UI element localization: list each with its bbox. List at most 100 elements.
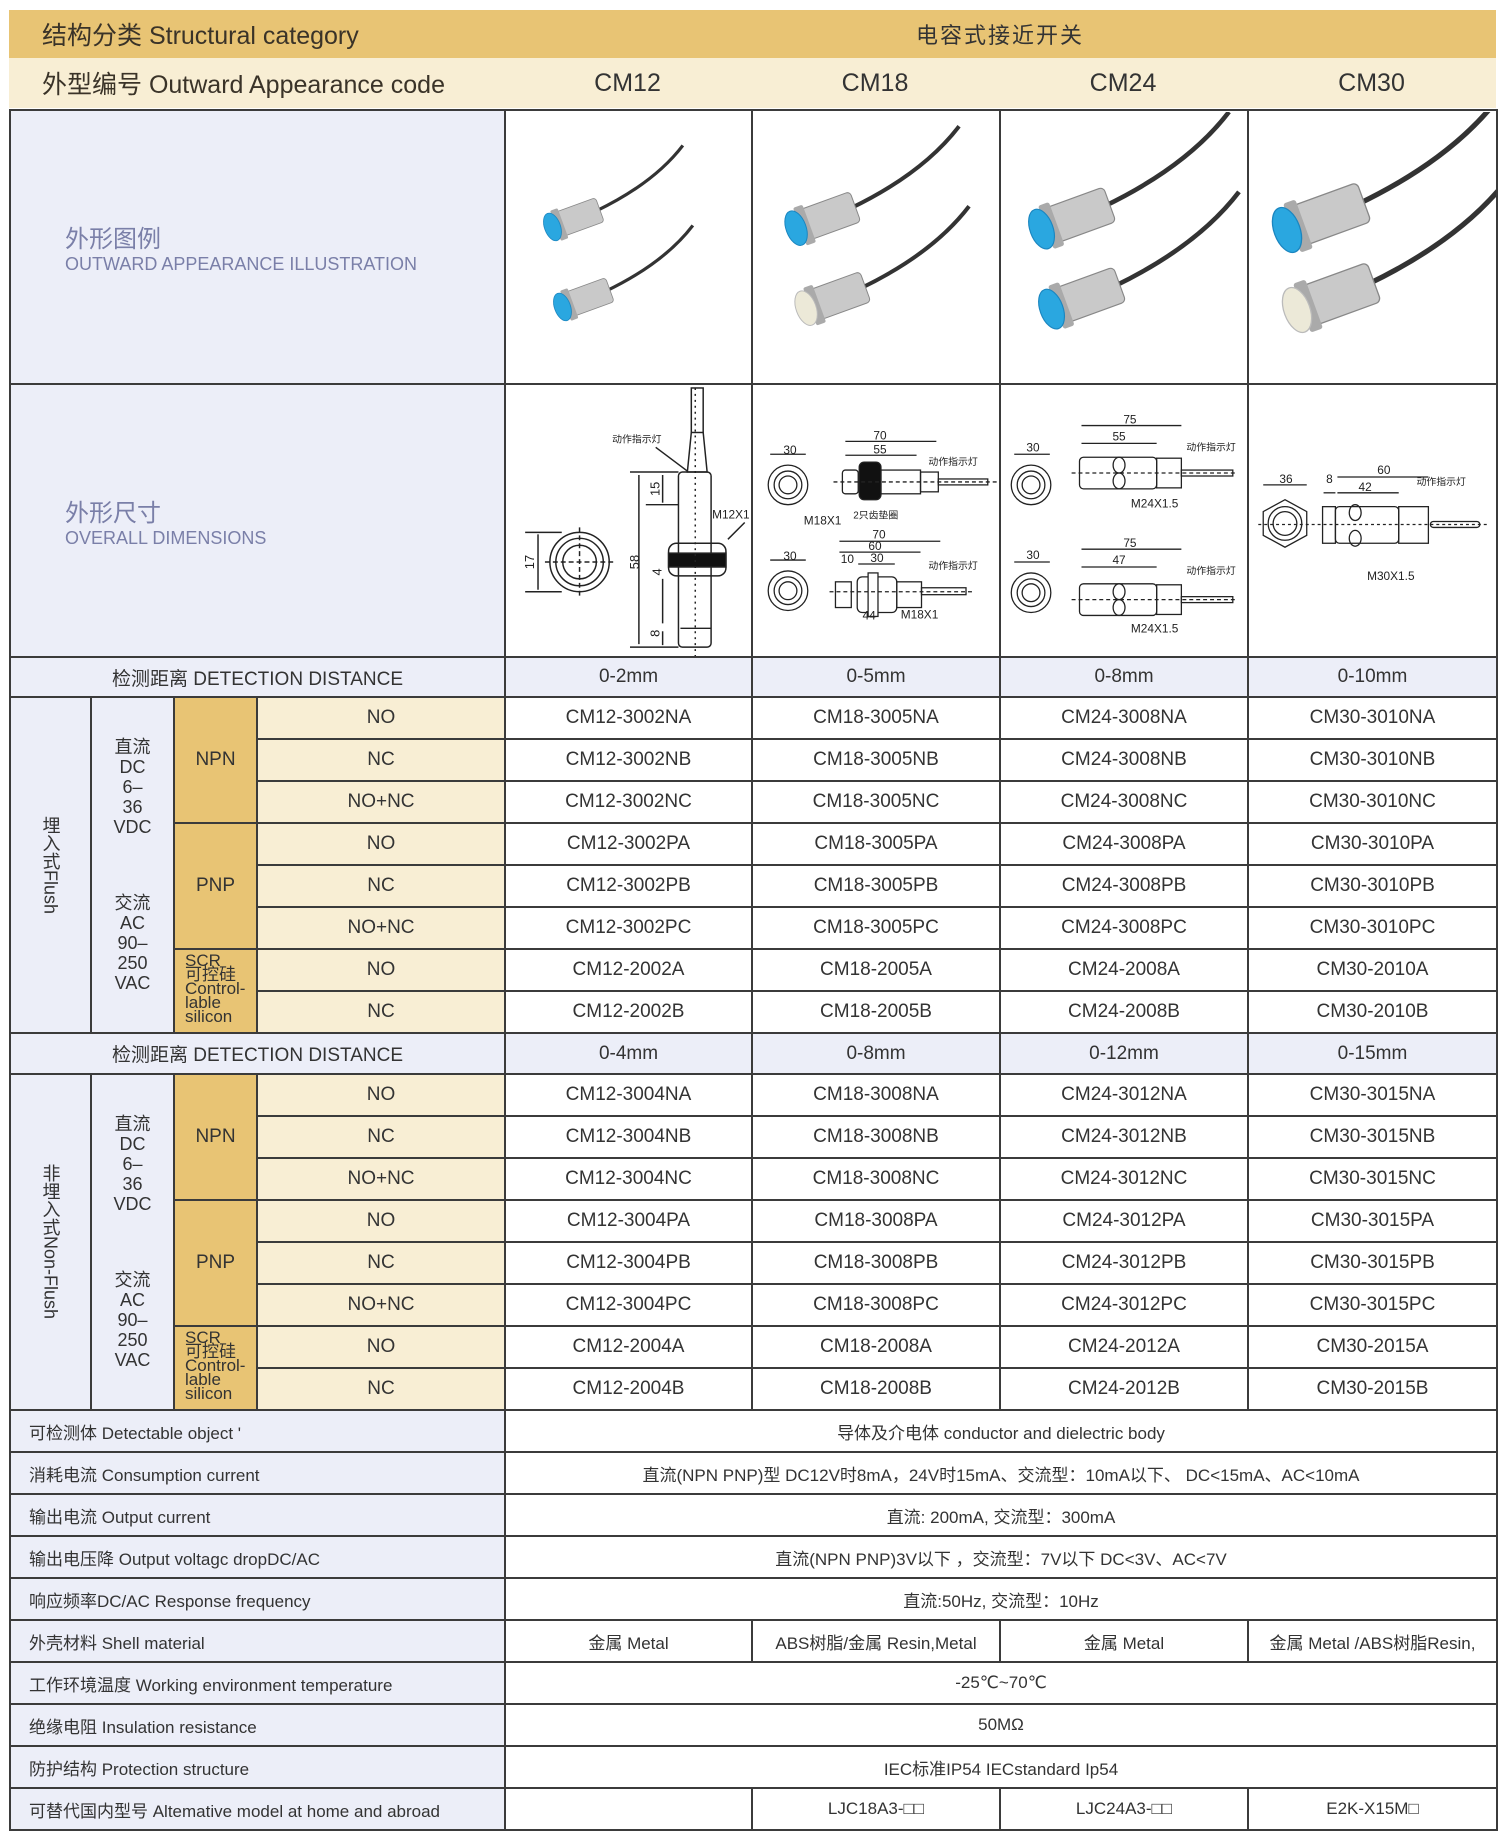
model-number: CM18-3005NB	[751, 738, 1001, 782]
model-number: CM18-2008A	[751, 1325, 1001, 1369]
spec-value: 导体及介电体 conductor and dielectric body	[504, 1409, 1498, 1453]
dim-15: 15	[648, 481, 663, 495]
dim-top-75: 75	[1123, 412, 1137, 426]
model-number: CM30-3015NA	[1247, 1073, 1498, 1117]
output-type: NO+NC	[256, 906, 506, 950]
detection-distance-value: 0-8mm	[751, 1032, 1001, 1075]
code-cm12: CM12	[594, 68, 661, 97]
category-header-row: 结构分类 Structural category 电容式接近开关	[9, 10, 1496, 58]
dimension-drawing-cm18: 30 70 55 M18X1 2只齿垫圈 动作指示灯 30 70 60 10 3…	[751, 383, 1001, 658]
spec-value: ABS树脂/金属 Resin,Metal	[751, 1619, 1001, 1663]
model-number: CM12-3002PA	[504, 822, 753, 866]
sensor-icon	[1028, 112, 1231, 250]
detection-distance-value: 0-12mm	[999, 1032, 1249, 1075]
model-number: CM24-3012NC	[999, 1157, 1249, 1201]
spec-value: IEC标准IP54 IECstandard Ip54	[504, 1745, 1498, 1789]
dim-bottom-70: 70	[872, 527, 886, 541]
model-number: CM12-3002PC	[504, 906, 753, 950]
spec-value: LJC24A3-□□	[999, 1787, 1249, 1831]
top-thread-label: M24X1.5	[1131, 496, 1179, 510]
spec-label: 可检测体 Detectable object '	[9, 1409, 506, 1453]
code-cm30: CM30	[1338, 68, 1405, 97]
model-number: CM12-3002PB	[504, 864, 753, 908]
model-number: CM30-2010A	[1247, 948, 1498, 992]
model-number: CM18-3008NB	[751, 1115, 1001, 1159]
model-number: CM24-3008NC	[999, 780, 1249, 824]
code-header-row: 外型编号 Outward Appearance code CM12 CM18 C…	[9, 58, 1496, 108]
output-type: NC	[256, 864, 506, 908]
dim-bottom-75: 75	[1123, 536, 1137, 550]
mount-type-text: 非埋入式Non-Flush	[40, 1164, 61, 1320]
model-number: CM30-3010NB	[1247, 738, 1498, 782]
spec-row: 可替代国内型号 Altemative model at home and abr…	[9, 1787, 1498, 1831]
photo-cm24	[999, 109, 1249, 385]
indicator-label-top: 动作指示灯	[1186, 440, 1236, 453]
sensor-icon	[543, 144, 685, 242]
dim-width-36: 36	[1279, 471, 1293, 485]
spec-value: E2K-X15M□	[1247, 1787, 1498, 1831]
spec-value: 金属 Metal	[999, 1619, 1249, 1663]
model-number: CM30-2010B	[1247, 990, 1498, 1034]
dimensions-label-cn: 外形尺寸	[65, 499, 161, 527]
sensor-icon	[794, 205, 971, 326]
dim-top-55: 55	[873, 442, 887, 456]
model-number: CM30-3015PA	[1247, 1199, 1498, 1243]
dim-17: 17	[522, 554, 537, 568]
mount-type-text: 埋入式Flush	[40, 815, 61, 914]
model-number: CM12-3004PA	[504, 1199, 753, 1243]
model-number: CM24-2012B	[999, 1367, 1249, 1411]
sensor-icon	[1038, 190, 1241, 330]
model-number: CM30-2015B	[1247, 1367, 1498, 1411]
model-number: CM24-3012PA	[999, 1199, 1249, 1243]
dim-top-70: 70	[873, 428, 887, 442]
model-number: CM30-3015PB	[1247, 1241, 1498, 1285]
model-number: CM12-2004A	[504, 1325, 753, 1369]
dim-bottom-width: 30	[783, 549, 797, 563]
output-type: NO+NC	[256, 1157, 506, 1201]
model-number: CM24-3012PB	[999, 1241, 1249, 1285]
dimension-drawing-cm24: 30 75 55 M24X1.5 动作指示灯 30 75 47 M24X1.5 …	[999, 383, 1249, 658]
scr-label: SCR 可控硅 Control- lable silicon	[173, 948, 258, 1034]
model-number: CM12-3002NB	[504, 738, 753, 782]
code-cm18: CM18	[841, 68, 909, 97]
code-cm24: CM24	[1089, 68, 1157, 97]
spec-label: 工作环境温度 Working environment temperature	[9, 1661, 506, 1705]
output-type: NO	[256, 1073, 506, 1117]
model-number: CM18-3008PC	[751, 1283, 1001, 1327]
thread-label: M12X1	[712, 507, 750, 521]
sensor-icon	[553, 224, 695, 322]
model-number: CM18-3005PA	[751, 822, 1001, 866]
mount-type-label: 非埋入式Non-Flush	[9, 1073, 92, 1411]
dim-42: 42	[1358, 479, 1371, 493]
spec-label: 外壳材料 Shell material	[9, 1619, 506, 1663]
spec-value: 直流(NPN PNP)型 DC12V时8mA，24V时15mA、交流型：10mA…	[504, 1451, 1498, 1495]
output-type: NC	[256, 1367, 506, 1411]
model-number: CM24-3008PA	[999, 822, 1249, 866]
model-number: CM18-3008PB	[751, 1241, 1001, 1285]
output-type: NO	[256, 696, 506, 740]
spec-row: 工作环境温度 Working environment temperature-2…	[9, 1661, 1498, 1705]
dim-58: 58	[627, 554, 642, 568]
spec-table: 外形图例 OUTWARD APPEARANCE ILLUSTRATION	[9, 109, 1498, 1831]
dimensions-label: 外形尺寸 OVERALL DIMENSIONS	[9, 383, 506, 658]
output-type: NC	[256, 738, 506, 782]
category-value: 电容式接近开关	[915, 23, 1084, 48]
model-number: CM18-3005PC	[751, 906, 1001, 950]
dimension-drawing-cm12: 17 58 15 4 8 M12X1 动作指示灯	[504, 383, 753, 658]
dim-bottom-47: 47	[1112, 553, 1125, 567]
output-type: NO	[256, 1199, 506, 1243]
sensor-icon	[784, 125, 961, 246]
illustration-label: 外形图例 OUTWARD APPEARANCE ILLUSTRATION	[9, 109, 506, 385]
dim-bottom-30: 30	[870, 551, 884, 565]
